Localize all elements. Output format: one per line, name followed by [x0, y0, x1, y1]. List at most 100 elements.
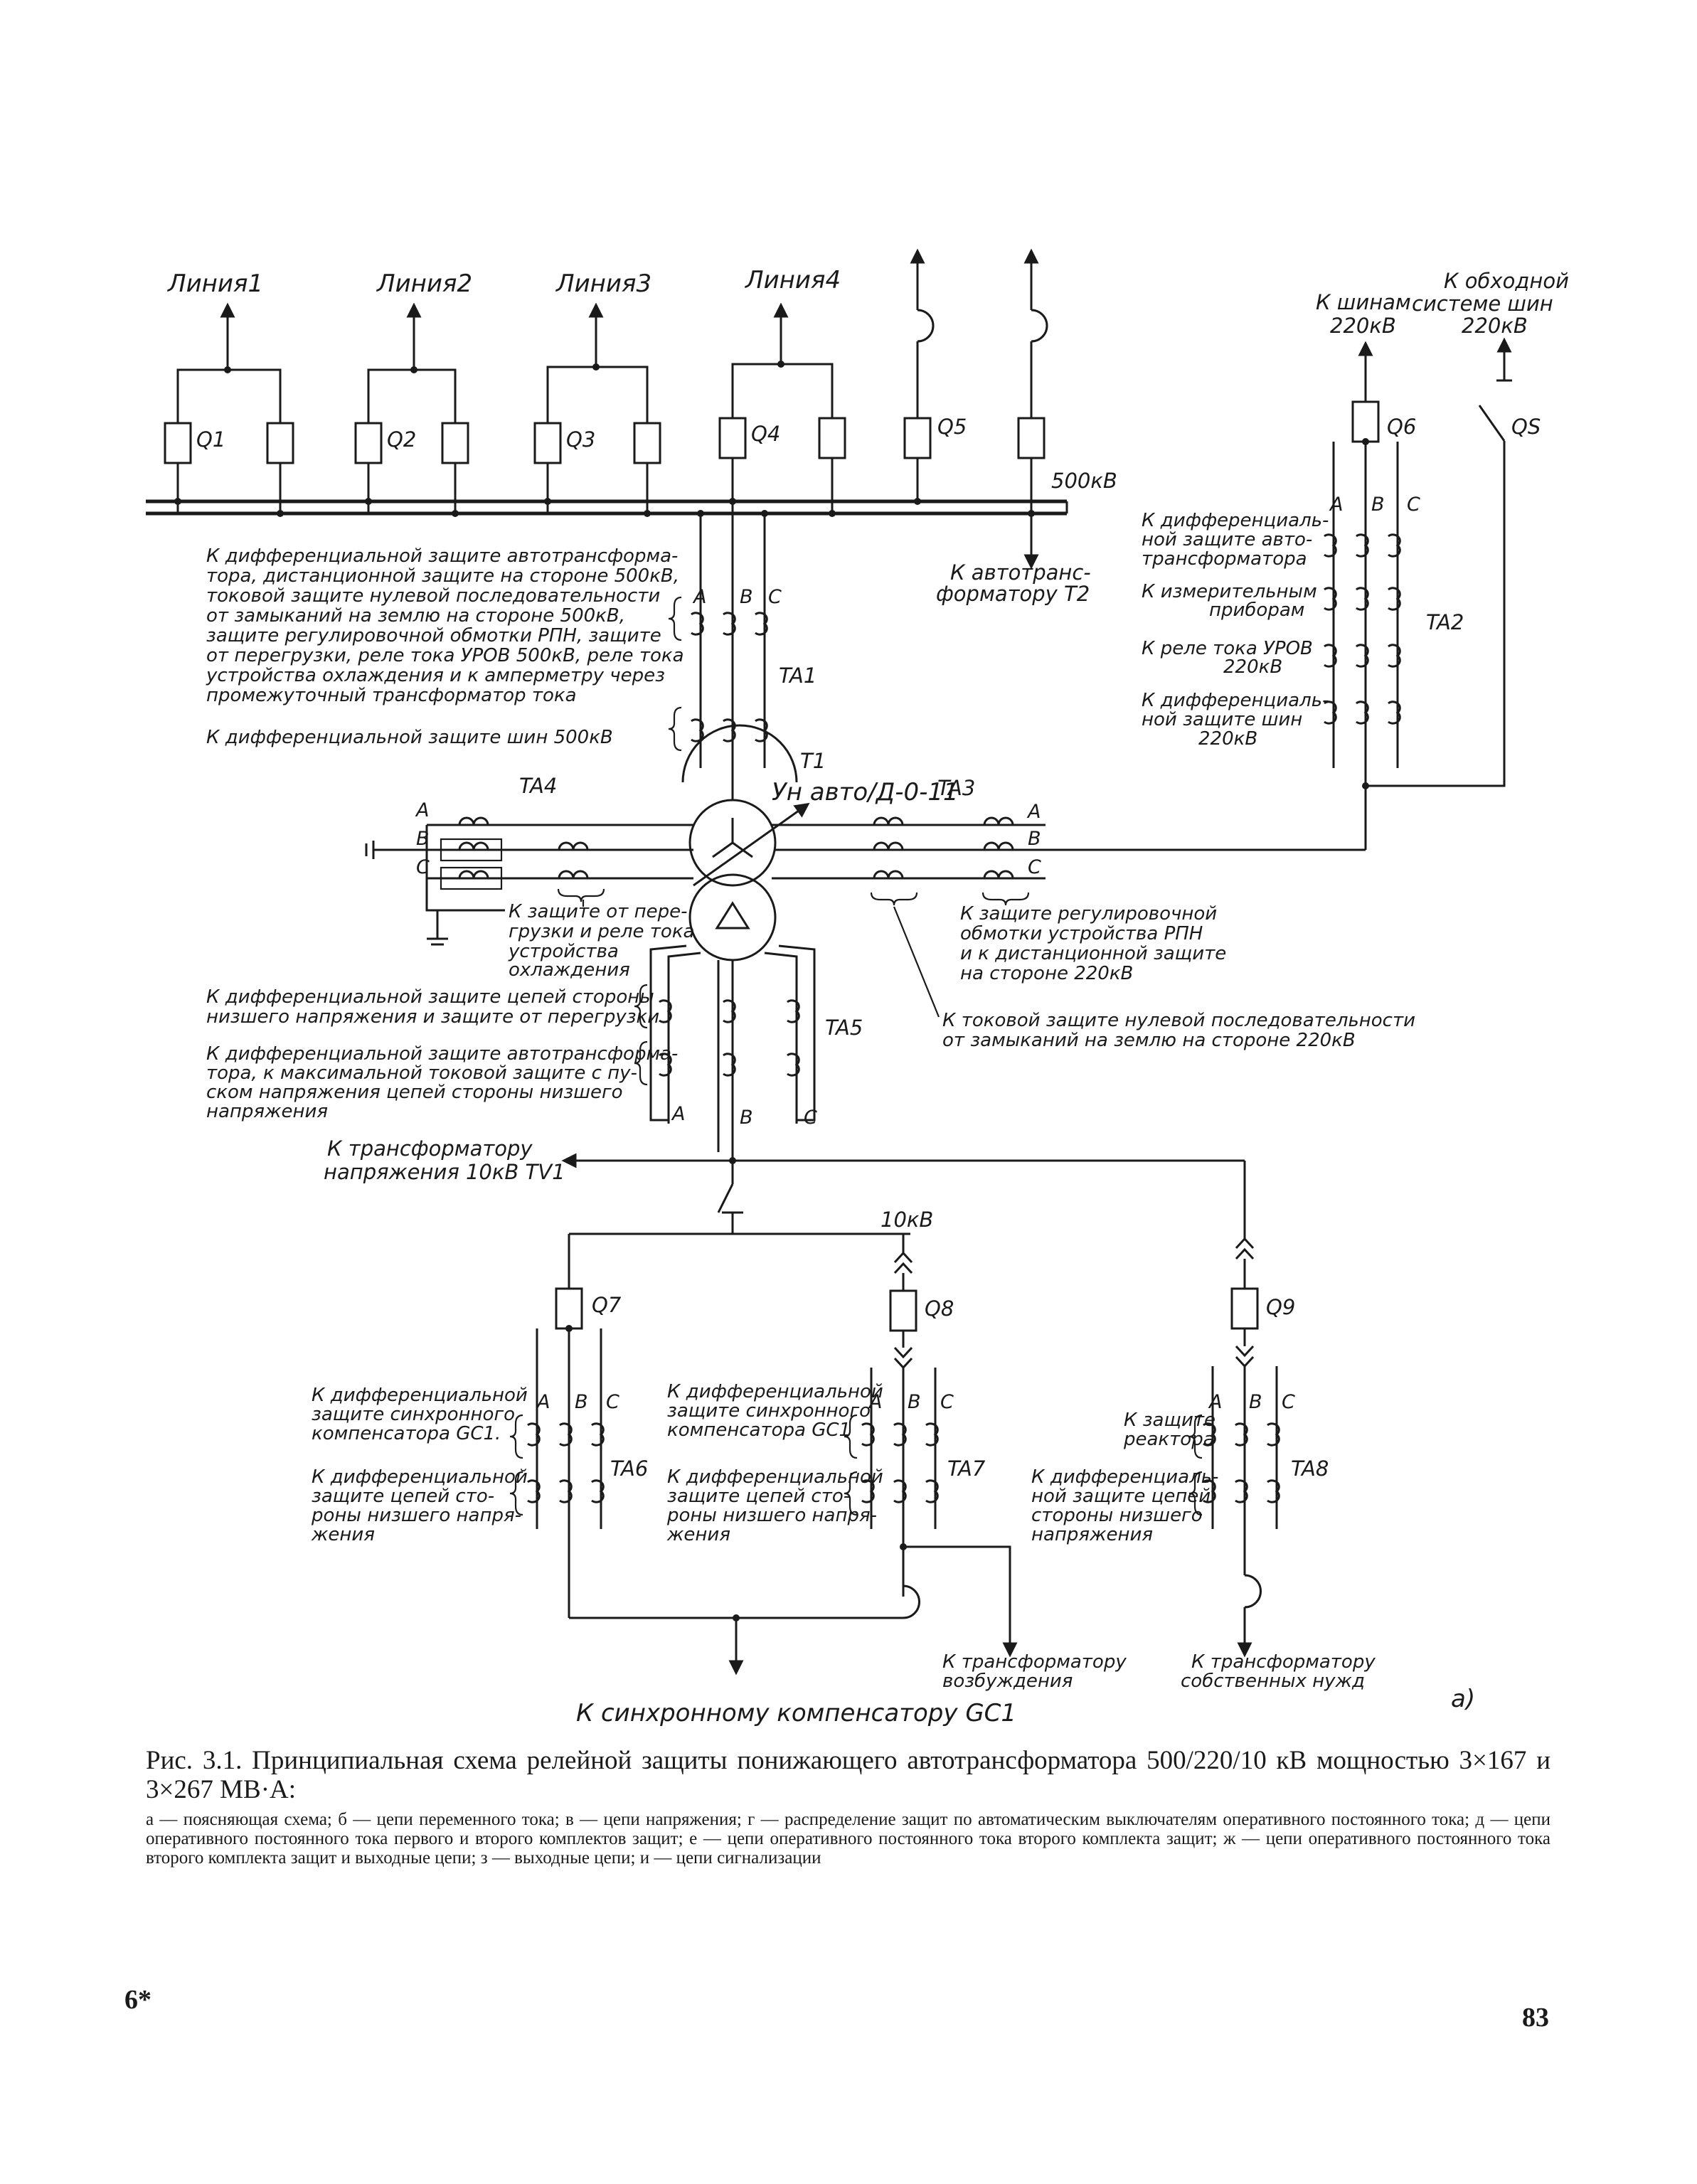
breaker-q1b: [266, 422, 294, 464]
line1-bay: [164, 302, 294, 517]
relay-protection-diagram: 500кВ Линия1 Q1 Линия2 Q2: [146, 248, 1575, 1727]
line3-bay: [533, 302, 661, 517]
ta8-note1: К защите реактора: [1123, 1410, 1221, 1450]
ta4-name: TA4: [519, 774, 557, 798]
q1-label: Q1: [196, 427, 225, 452]
breaker-q7: [555, 1287, 583, 1330]
breaker-q1: [164, 422, 192, 464]
ta2-note4: К дифференциаль- ной защите шин 220кВ: [1142, 690, 1335, 750]
ta3-phase-c: C: [1028, 856, 1041, 878]
ta3-note2: К токовой защите нулевой последовательно…: [942, 1010, 1421, 1051]
ta2-note1: К дифференциаль- ной защите авто- трансф…: [1142, 510, 1335, 570]
ta8-name: TA8: [1291, 1456, 1329, 1481]
ta6-note1: К дифференциальной защите синхронного ко…: [312, 1385, 533, 1444]
ta5-phase-c: C: [804, 1107, 817, 1129]
q4-label: Q4: [751, 422, 780, 446]
ta5-note2: К дифференциальной защите автотрансформа…: [206, 1043, 684, 1122]
ta5-name: TA5: [825, 1016, 863, 1040]
breaker-q6: [1351, 400, 1380, 443]
bus-10kv-label: 10кВ: [881, 1208, 933, 1232]
ta6-phase-a: A: [536, 1391, 550, 1413]
ta7-note2: К дифференциальной защите цепей сто- рон…: [666, 1466, 889, 1545]
ta2-name: TA2: [1426, 610, 1464, 634]
q9-bay: [1188, 1237, 1280, 1658]
figure-caption: Рис. 3.1. Принципиальная схема релейной …: [146, 1746, 1550, 1804]
tv1-label: К трансформатору напряжения 10кВ TV1: [324, 1136, 565, 1184]
ta6-name: TA6: [610, 1456, 648, 1481]
ta2-phase-c: C: [1407, 494, 1420, 516]
breaker-q9: [1230, 1287, 1259, 1330]
q7-label: Q7: [592, 1293, 622, 1317]
ta2-phase-a: A: [1329, 494, 1343, 516]
to-t2-label: К автотранс- форматору Т2: [936, 560, 1097, 606]
to-excitation-label: К трансформатору возбуждения: [942, 1651, 1132, 1692]
ta7-note1: К дифференциальной защите синхронного ко…: [667, 1381, 889, 1441]
to-bypass-label: К обходной системе шин 220кВ: [1412, 269, 1575, 338]
ta2-note3: К реле тока УРОВ 220кВ: [1142, 638, 1319, 678]
ta7-phase-a: A: [868, 1391, 882, 1413]
ta5-group: [634, 944, 816, 1152]
breaker-q3b: [633, 422, 661, 464]
q5-label: Q5: [937, 415, 967, 439]
ta3-group: [772, 816, 1366, 1018]
line1-label: Линия1: [166, 270, 263, 298]
autotransformer-t1: [681, 724, 810, 962]
q8-bay: [844, 1251, 1018, 1658]
ta1-note: К дифференциальной защите автотрансформа…: [206, 545, 690, 706]
breaker-q4: [718, 417, 747, 459]
t2-bay: [1017, 248, 1048, 570]
ta7-phase-b: B: [908, 1391, 921, 1413]
bus-500kv-label: 500кВ: [1051, 469, 1117, 493]
ta6-phase-c: C: [606, 1391, 619, 1413]
qs-label: QS: [1511, 415, 1541, 439]
ta3-note1: К защите регулировочной обмотки устройст…: [960, 903, 1233, 984]
q7-bay: [509, 1287, 903, 1676]
line4-bay: [718, 302, 846, 517]
breaker-q8: [889, 1289, 917, 1332]
t1-name: Т1: [800, 749, 826, 773]
ta8-phase-b: B: [1249, 1391, 1262, 1413]
q2-label: Q2: [387, 427, 416, 452]
q6-label: Q6: [1387, 415, 1416, 439]
ta4-phase-a: A: [415, 799, 429, 821]
breaker-q2b: [441, 422, 469, 464]
breaker-q4b: [818, 417, 846, 459]
line2-bay: [354, 302, 469, 517]
ta4-phase-c: C: [416, 856, 430, 878]
bus-500kv: [146, 499, 1068, 516]
ta2-phase-b: B: [1371, 494, 1385, 516]
t1-scheme: Ун авто/Д-0-11: [772, 778, 959, 806]
q9-label: Q9: [1266, 1295, 1295, 1319]
ta6-note2: К дифференциальной защите цепей сто- рон…: [311, 1466, 533, 1545]
breaker-t2: [1017, 417, 1046, 459]
ta4-group: [365, 816, 693, 946]
q8-label: Q8: [925, 1296, 954, 1321]
bay-220kv: [1323, 337, 1512, 850]
ta3-name: TA3: [937, 776, 975, 800]
ta7-name: TA7: [947, 1456, 986, 1481]
figure-legend: а — поясняющая схема; б — цепи переменно…: [146, 1810, 1550, 1868]
ta8-note2: К дифференциаль- ной защите цепей сторон…: [1031, 1466, 1225, 1545]
ta5-phase-a: A: [671, 1103, 685, 1125]
line3-label: Линия3: [555, 270, 651, 298]
ta1-note2: К дифференциальной защите шин 500кВ: [206, 727, 613, 748]
q5-bay: [903, 248, 935, 505]
ta4-phase-b: B: [416, 828, 430, 850]
breaker-q3: [533, 422, 562, 464]
ta3-phase-b: B: [1028, 828, 1041, 850]
breaker-q5: [903, 417, 932, 459]
page-number: 83: [1522, 2003, 1549, 2033]
to-bus220-label: К шинам 220кВ: [1316, 290, 1417, 338]
signature-mark: 6*: [124, 1985, 151, 2015]
ta5-note1: К дифференциальной защите цепей стороны …: [206, 986, 660, 1028]
bus-10kv: [561, 1152, 1246, 1289]
to-aux-label: К трансформатору собственных нужд: [1181, 1651, 1381, 1692]
ta1-group: [668, 501, 768, 768]
ta8-phase-c: C: [1282, 1391, 1295, 1413]
ta1-phase-c: C: [768, 586, 782, 608]
ta4-note: К защите от пере- грузки и реле тока уст…: [508, 901, 701, 981]
line4-label: Линия4: [744, 266, 841, 294]
ta1-name: TA1: [779, 664, 816, 688]
ta1-phase-a: A: [692, 586, 706, 608]
ta3-phase-a: A: [1026, 801, 1041, 823]
